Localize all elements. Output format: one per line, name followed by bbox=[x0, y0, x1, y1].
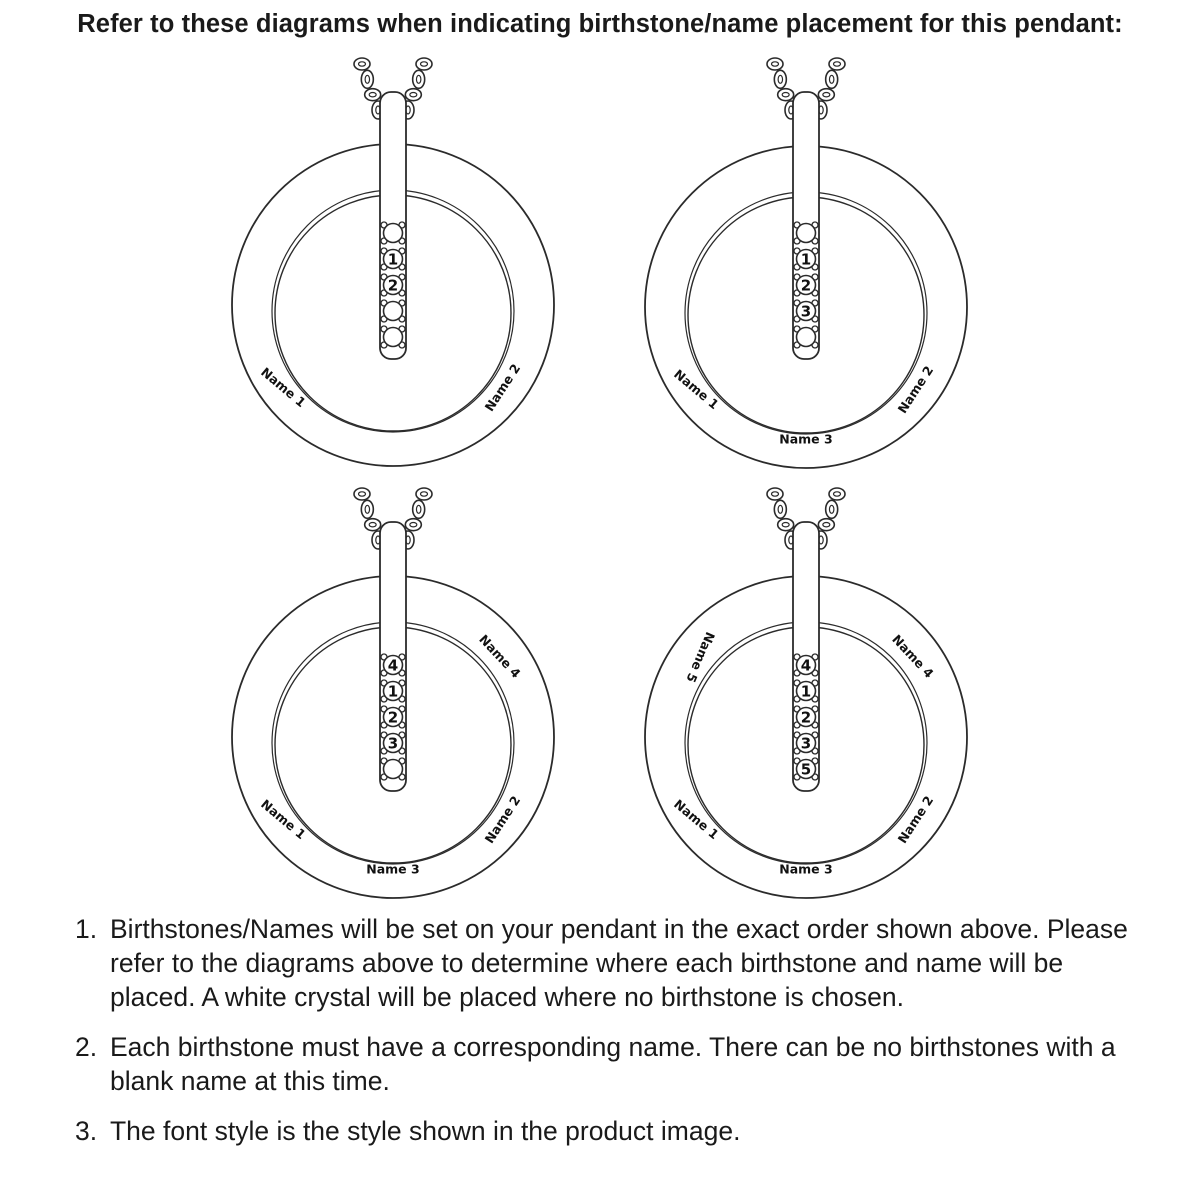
stone-setting-icon bbox=[795, 680, 817, 702]
birthstone-icon: 2 bbox=[380, 705, 406, 729]
birthstone-icon: 5 bbox=[793, 757, 819, 781]
instruction-text: The font style is the style shown in the… bbox=[110, 1116, 741, 1146]
chain-link-hole-icon bbox=[419, 61, 429, 67]
chain-link-hole-icon bbox=[415, 504, 422, 514]
birthstone-number: 1 bbox=[801, 683, 811, 701]
birthstone-number: 2 bbox=[388, 709, 398, 727]
chain-link-hole-icon bbox=[770, 491, 780, 497]
chain-link-hole-icon bbox=[822, 521, 831, 528]
stone-setting-icon bbox=[795, 732, 817, 754]
chain-link-hole-icon bbox=[781, 521, 790, 528]
chain-link-hole-icon bbox=[832, 491, 842, 497]
instruction-number: 1. bbox=[75, 914, 98, 944]
chain-link-hole-icon bbox=[777, 504, 784, 514]
chain-link-hole-icon bbox=[770, 61, 780, 67]
birthstone-number: 2 bbox=[801, 277, 811, 295]
stone-setting-icon bbox=[382, 248, 404, 270]
birthstone-number: 4 bbox=[388, 657, 398, 675]
birthstone-icon bbox=[380, 299, 406, 323]
birthstone-icon bbox=[793, 325, 819, 349]
birthstone-icon: 2 bbox=[793, 273, 819, 297]
birthstone-icon: 1 bbox=[380, 679, 406, 703]
chain-link-hole-icon bbox=[409, 91, 418, 98]
instruction-text: Each birthstone must have a correspondin… bbox=[110, 1032, 1116, 1096]
stone-setting-icon bbox=[382, 706, 404, 728]
birthstone-number: 1 bbox=[388, 683, 398, 701]
chain-link-hole-icon bbox=[777, 74, 784, 84]
birthstone-icon bbox=[380, 221, 406, 245]
instructions-list: 1. Birthstones/Names will be set on your… bbox=[75, 912, 1135, 1164]
chain-link-hole-icon bbox=[364, 504, 371, 514]
stone-setting-icon bbox=[795, 706, 817, 728]
stone-setting-icon bbox=[382, 274, 404, 296]
birthstone-icon: 1 bbox=[793, 247, 819, 271]
name-placement-label: Name 3 bbox=[366, 862, 419, 877]
instruction-text: Birthstones/Names will be set on your pe… bbox=[110, 914, 1128, 1012]
instruction-item: 1. Birthstones/Names will be set on your… bbox=[75, 912, 1135, 1014]
birthstone-icon: 1 bbox=[380, 247, 406, 271]
birthstone-number: 3 bbox=[388, 735, 398, 753]
chain-link-hole-icon bbox=[419, 491, 429, 497]
chain-link-hole-icon bbox=[364, 74, 371, 84]
instruction-item: 2. Each birthstone must have a correspon… bbox=[75, 1030, 1135, 1098]
chain-link-hole-icon bbox=[822, 91, 831, 98]
stone-setting-icon bbox=[382, 732, 404, 754]
birthstone-icon: 2 bbox=[380, 273, 406, 297]
chain-link-hole-icon bbox=[357, 491, 367, 497]
stone-setting-icon bbox=[795, 758, 817, 780]
birthstone-number: 3 bbox=[801, 735, 811, 753]
birthstone-icon bbox=[793, 221, 819, 245]
stone-setting-icon bbox=[382, 300, 404, 322]
chain-link-hole-icon bbox=[368, 521, 377, 528]
birthstone-icon: 3 bbox=[380, 731, 406, 755]
stone-setting-icon bbox=[795, 654, 817, 676]
name-placement-label: Name 3 bbox=[779, 432, 832, 447]
chain-link-hole-icon bbox=[781, 91, 790, 98]
birthstone-icon: 3 bbox=[793, 731, 819, 755]
chain-link-hole-icon bbox=[828, 74, 835, 84]
stone-setting-icon bbox=[795, 222, 817, 244]
chain-link-hole-icon bbox=[832, 61, 842, 67]
birthstone-number: 4 bbox=[801, 657, 811, 675]
chain-link-hole-icon bbox=[409, 521, 418, 528]
birthstone-icon: 3 bbox=[793, 299, 819, 323]
stone-setting-icon bbox=[382, 222, 404, 244]
stone-setting-icon bbox=[795, 326, 817, 348]
page-title: Refer to these diagrams when indicating … bbox=[77, 10, 1123, 38]
stone-setting-icon bbox=[382, 654, 404, 676]
birthstone-icon: 4 bbox=[380, 653, 406, 677]
birthstone-number: 2 bbox=[388, 277, 398, 295]
birthstone-number: 5 bbox=[801, 761, 811, 779]
birthstone-icon bbox=[380, 757, 406, 781]
chain-link-hole-icon bbox=[368, 91, 377, 98]
stone-setting-icon bbox=[382, 680, 404, 702]
instruction-item: 3. The font style is the style shown in … bbox=[75, 1114, 1135, 1148]
birthstone-number: 1 bbox=[388, 251, 398, 269]
chain-link-hole-icon bbox=[415, 74, 422, 84]
birthstone-icon: 2 bbox=[793, 705, 819, 729]
birthstone-icon: 1 bbox=[793, 679, 819, 703]
birthstone-icon bbox=[380, 325, 406, 349]
chain-link-hole-icon bbox=[357, 61, 367, 67]
stone-setting-icon bbox=[795, 274, 817, 296]
instruction-number: 3. bbox=[75, 1116, 98, 1146]
birthstone-number: 3 bbox=[801, 303, 811, 321]
chain-link-hole-icon bbox=[828, 504, 835, 514]
stone-setting-icon bbox=[382, 758, 404, 780]
birthstone-number: 1 bbox=[801, 251, 811, 269]
name-placement-label: Name 3 bbox=[779, 862, 832, 877]
stone-setting-icon bbox=[795, 248, 817, 270]
birthstone-icon: 4 bbox=[793, 653, 819, 677]
stone-setting-icon bbox=[382, 326, 404, 348]
birthstone-number: 2 bbox=[801, 709, 811, 727]
instruction-number: 2. bbox=[75, 1032, 98, 1062]
stone-setting-icon bbox=[795, 300, 817, 322]
